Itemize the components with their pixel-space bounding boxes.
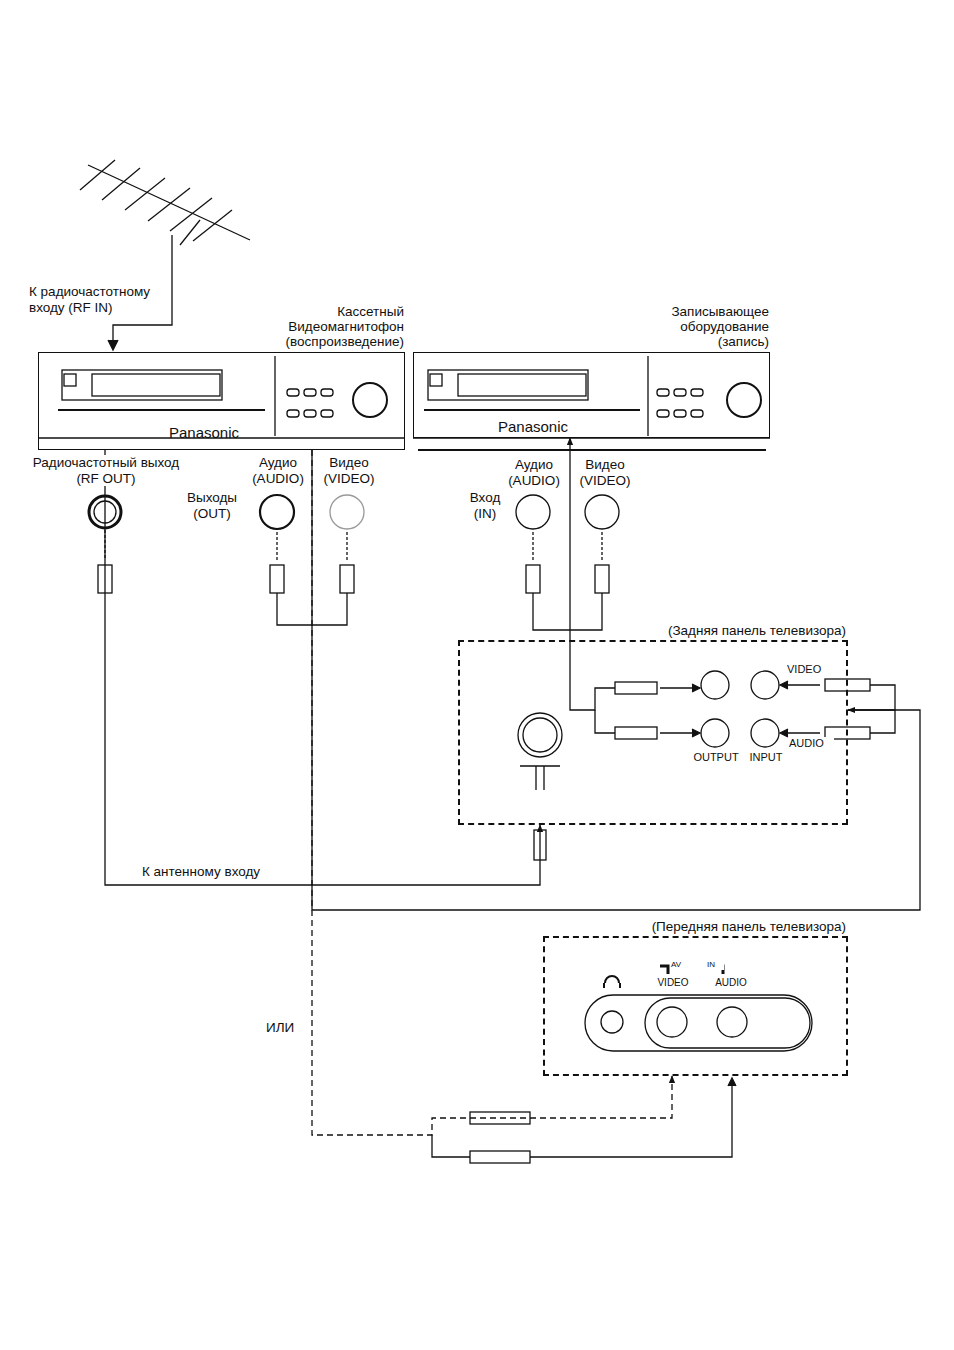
cable [105,450,540,885]
jack-label: Видео (VIDEO) [316,455,382,486]
tv-front-panel: (Передняя панель телевизора) [543,936,848,1076]
group-label: Вход (IN) [462,490,508,521]
jack-label: IN [706,960,724,970]
jack-label: AUDIO [788,737,834,750]
jack-label: Аудио (AUDIO) [245,455,311,486]
output-label: Радиочастотный выход (RF OUT) [30,455,182,486]
vcr-box: Кассетный Видеомагнитофон (воспроизведен… [38,352,405,450]
jack-label: AV [670,960,692,970]
cable [312,450,920,910]
front-panel-jacks [432,966,812,1163]
antenna [80,160,250,350]
cable-label: ИЛИ [264,1020,296,1035]
cable [569,438,570,640]
cable [312,450,672,1135]
recorder-box: Записывающее оборудование (запись)Panaso… [413,352,770,438]
jack-label: OUTPUT [690,751,742,764]
recorder-illustration [413,356,770,450]
jack-label: Аудио (AUDIO) [501,457,567,488]
device-heading: (Передняя панель телевизора) [546,919,846,934]
input-label: К радиочастотному входу (RF IN) [28,284,170,315]
jack-label: VIDEO [650,977,696,989]
device-heading: Записывающее оборудование (запись) [644,304,769,349]
brand-name: Panasonic [79,424,329,441]
jack-label: INPUT [742,751,790,764]
jacks [89,495,619,529]
device-heading: (Задняя панель телевизора) [546,623,846,638]
jack-label: Видео (VIDEO) [572,457,638,488]
brand-name: Panasonic [414,418,652,435]
jack-label: VIDEO [786,663,832,676]
jack-label: AUDIO [708,977,754,989]
group-label: Выходы (OUT) [180,490,244,521]
device-heading: Кассетный Видеомагнитофон (воспроизведен… [234,304,404,349]
plugs [98,530,609,630]
cable-label: К антенному входу [140,864,262,879]
rear-panel-jacks [518,640,895,860]
